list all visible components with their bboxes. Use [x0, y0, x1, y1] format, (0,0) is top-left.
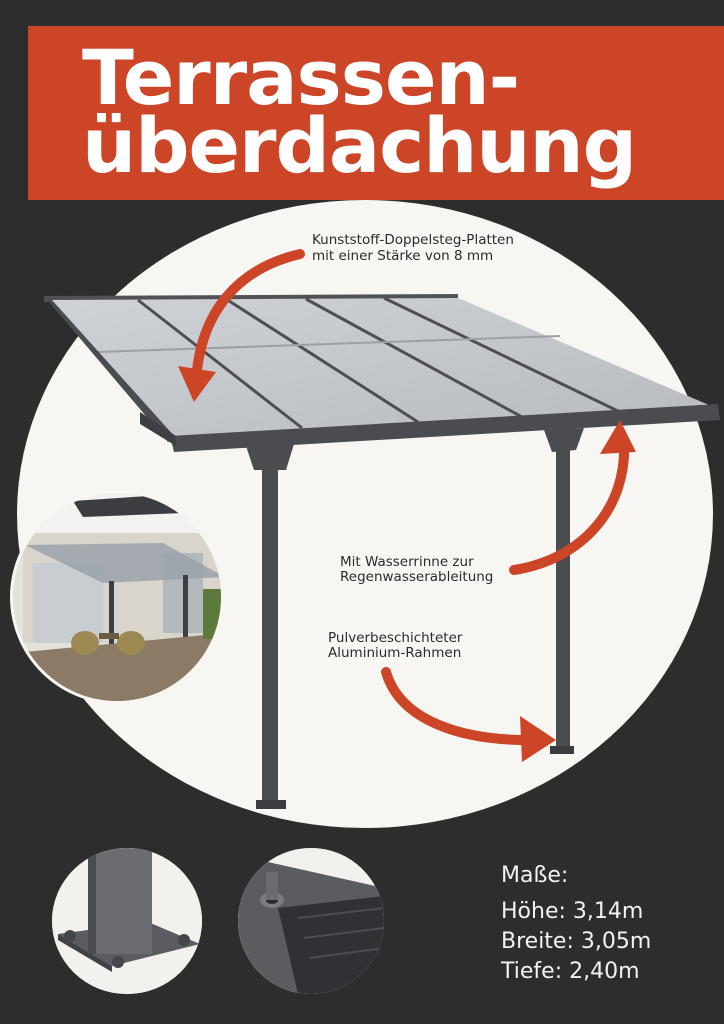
dimension-height: Höhe: 3,14m [501, 899, 644, 924]
post-foot-illustration [52, 848, 202, 994]
callout-gutter-line1: Mit Wasserrinne zur [340, 554, 474, 570]
side-frame [44, 296, 176, 442]
arrow-frame-head [520, 716, 556, 762]
dimensions-heading: Maße: [501, 863, 569, 888]
post-left-foot [256, 800, 286, 809]
roof-cross-bar [97, 335, 561, 353]
post-right [556, 428, 570, 748]
title-line-2: überdachung [82, 101, 637, 190]
callout-frame-line1: Pulverbeschichteter [328, 630, 463, 646]
title-banner [28, 26, 724, 200]
gutter-detail [238, 848, 384, 994]
front-gutter [170, 404, 720, 452]
dimension-width: Breite: 3,05m [501, 929, 652, 954]
arrow-gutter-head [600, 420, 636, 454]
installed-photo-illustration [13, 493, 221, 701]
callout-gutter-line2: Regenwasserableitung [340, 569, 494, 585]
dimension-depth: Tiefe: 2,40m [501, 959, 640, 984]
callout-frame-line2: Aluminium-Rahmen [328, 645, 462, 661]
arrow-panels [191, 249, 305, 387]
post-left [262, 446, 278, 802]
arrow-panels-head [178, 366, 216, 402]
roof-rafters [137, 296, 621, 430]
post-foot-detail [52, 848, 202, 994]
arrow-frame [381, 667, 545, 746]
callout-arrows [191, 249, 630, 746]
posts [246, 428, 584, 809]
arrow-heads [178, 366, 636, 762]
callout-panels-line2: mit einer Stärke von 8 mm [312, 248, 494, 264]
callout-panels-line1: Kunststoff-Doppelsteg-Platten [312, 232, 514, 248]
post-right-foot [550, 746, 574, 754]
installed-photo [10, 490, 224, 704]
roof-panels [48, 298, 716, 436]
title-line-1: Terrassen- [82, 33, 520, 122]
gutter-detail-illustration [238, 848, 384, 994]
arrow-gutter [509, 435, 630, 575]
